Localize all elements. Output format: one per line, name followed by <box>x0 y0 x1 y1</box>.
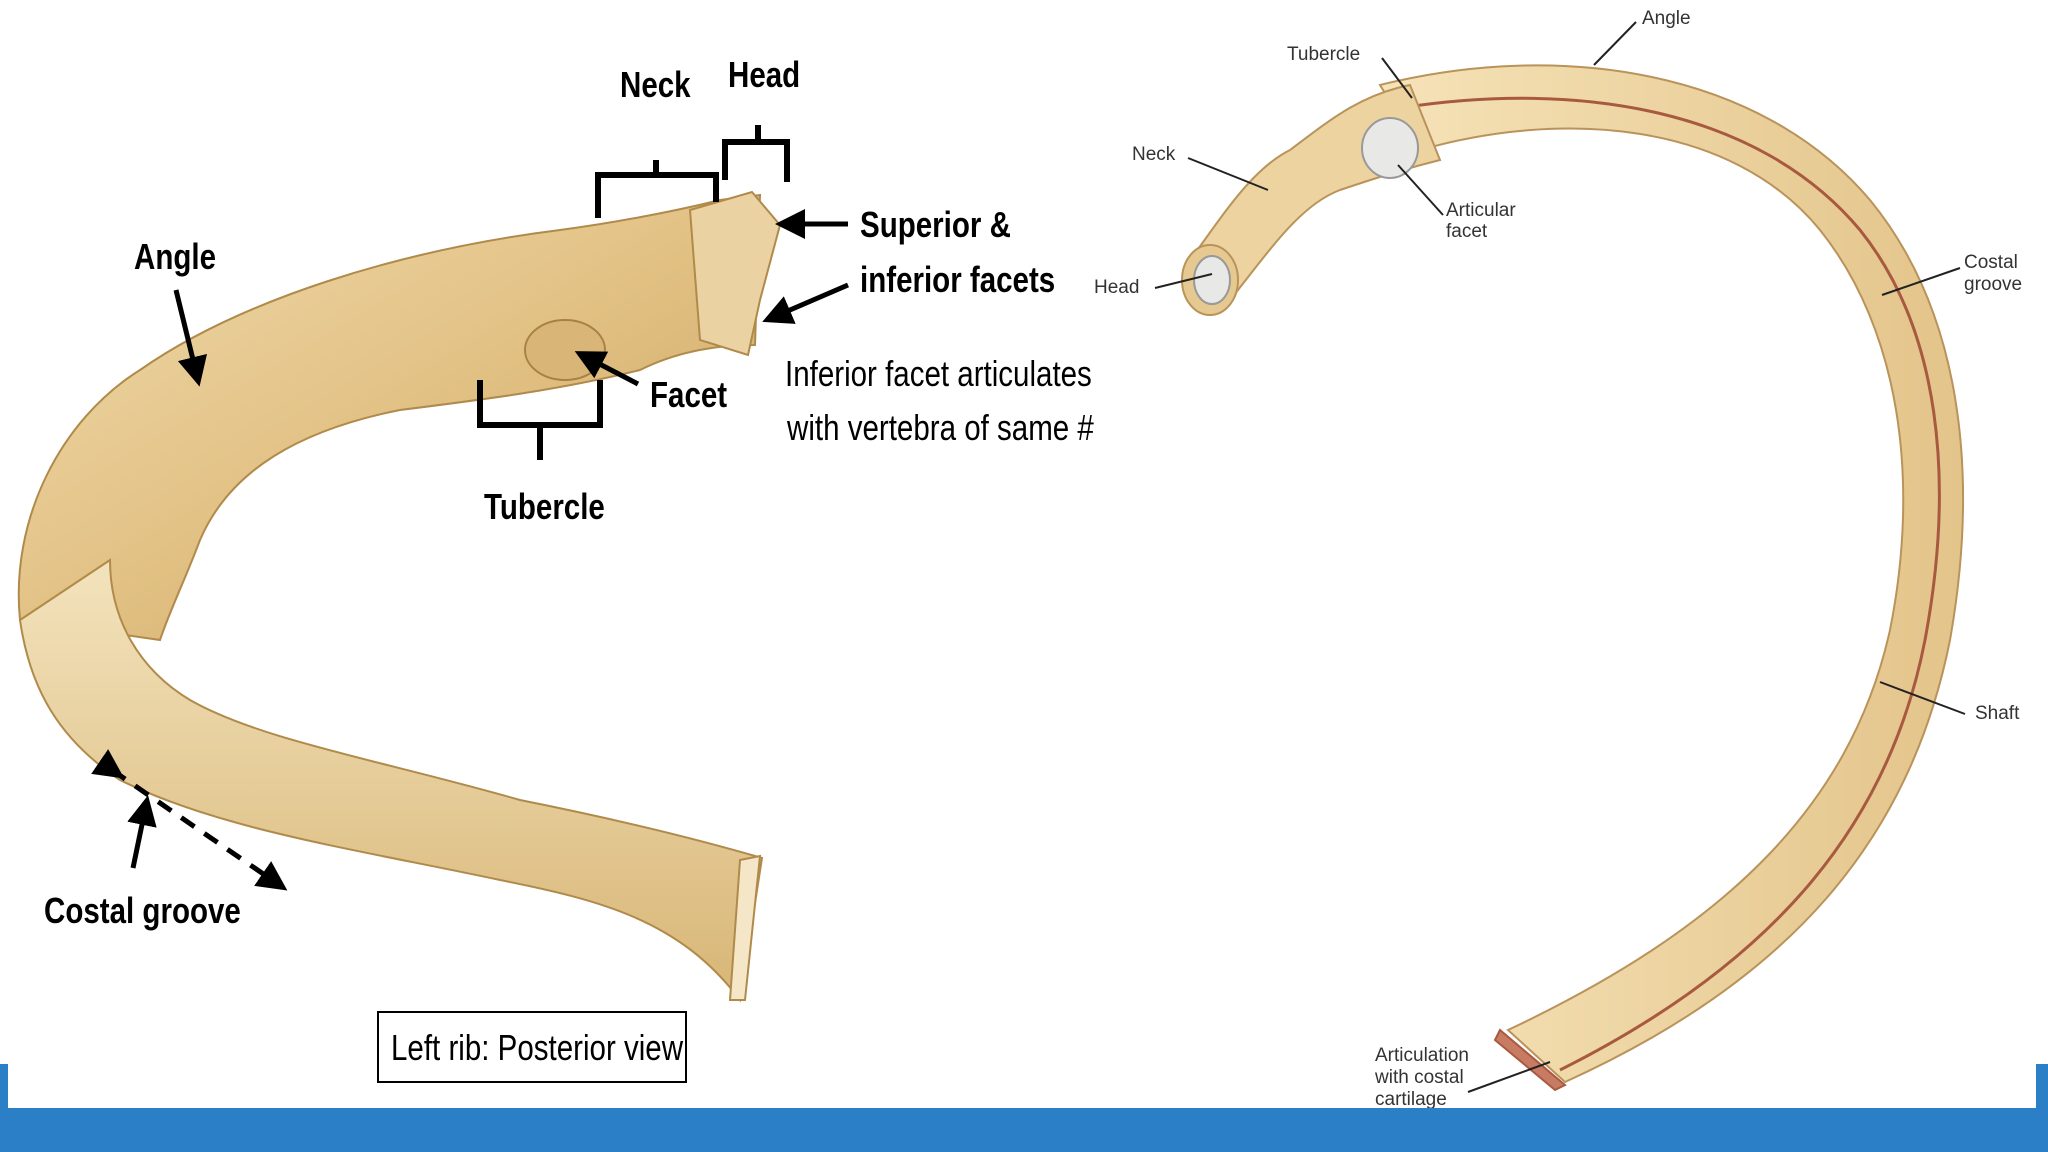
accent-bar-left-tab <box>0 1064 8 1108</box>
r-label-costal-groove-2: groove <box>1964 274 2022 296</box>
r-label-shaft: Shaft <box>1975 703 2019 725</box>
caption-text: Left rib: Posterior view <box>391 1027 683 1069</box>
r-label-articulation-2: with costal <box>1375 1067 1464 1089</box>
facet-note-line1: Inferior facet articulates <box>785 347 1092 401</box>
bottom-accent-bar <box>0 1108 2048 1152</box>
label-tubercle: Tubercle <box>484 486 605 528</box>
r-label-costal-groove-1: Costal <box>1964 252 2018 274</box>
label-head: Head <box>728 54 800 96</box>
label-neck: Neck <box>620 64 691 106</box>
label-costal-groove: Costal groove <box>44 890 241 932</box>
r-label-neck: Neck <box>1132 144 1175 166</box>
r-label-articular-facet-2: facet <box>1446 221 1487 243</box>
facet-note-line2: with vertebra of same # <box>787 401 1094 455</box>
right-rib-head-facet <box>1194 256 1230 304</box>
label-facet: Facet <box>650 374 727 416</box>
articulation-leader <box>1468 1062 1550 1092</box>
label-superior-facets: Superior & <box>860 204 1011 246</box>
r-label-articular-facet-1: Articular <box>1446 200 1516 222</box>
neck-leader <box>1188 158 1268 190</box>
angle-leader <box>1594 22 1636 65</box>
articular-facet-leader <box>1398 165 1443 215</box>
accent-bar-right-tab <box>2036 1064 2048 1108</box>
label-inferior-facets: inferior facets <box>860 259 1055 301</box>
right-rib-articular-facet <box>1362 118 1418 178</box>
r-label-angle: Angle <box>1642 8 1691 30</box>
r-label-tubercle: Tubercle <box>1287 44 1360 66</box>
r-label-articulation-1: Articulation <box>1375 1045 1469 1067</box>
r-label-head: Head <box>1094 277 1139 299</box>
label-angle: Angle <box>134 236 216 278</box>
caption-box: Left rib: Posterior view <box>377 1011 687 1083</box>
